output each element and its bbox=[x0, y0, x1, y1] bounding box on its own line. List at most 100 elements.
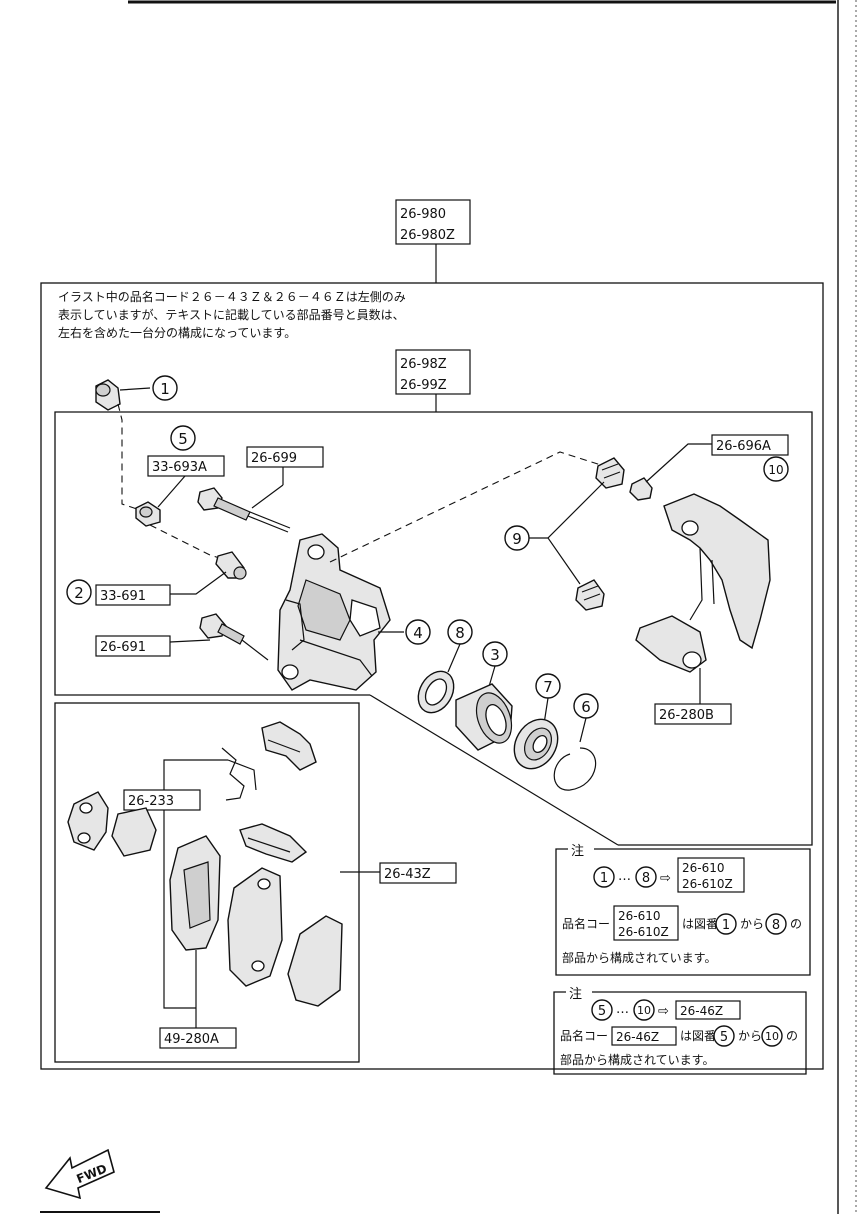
callout-2: 2 bbox=[66, 579, 92, 605]
leader-6 bbox=[579, 717, 587, 743]
svg-text:26-691: 26-691 bbox=[100, 640, 146, 655]
fwd-arrow-icon: FWD bbox=[44, 1148, 115, 1200]
svg-text:品名コード: 品名コード bbox=[560, 1028, 620, 1043]
svg-text:26-46Z: 26-46Z bbox=[680, 1004, 723, 1018]
svg-text:注: 注 bbox=[571, 844, 584, 859]
pad-kit-frame bbox=[54, 702, 360, 1063]
label-33-691: 33-691 bbox=[95, 584, 171, 606]
caliper-inner-frame bbox=[54, 411, 813, 846]
outer-frame bbox=[40, 282, 824, 1070]
svg-text:注: 注 bbox=[569, 987, 582, 1002]
svg-text:26-610: 26-610 bbox=[618, 909, 661, 923]
callout-4: 4 bbox=[405, 619, 431, 645]
part-pad-backing-small bbox=[111, 807, 157, 857]
svg-text:33-693A: 33-693A bbox=[152, 460, 207, 475]
svg-text:7: 7 bbox=[543, 678, 553, 696]
leader-9 bbox=[547, 481, 605, 585]
dash-5 bbox=[149, 524, 227, 561]
part-pad-shim-top bbox=[261, 721, 317, 771]
svg-text:1: 1 bbox=[722, 918, 730, 933]
leader-26-233 bbox=[163, 759, 228, 790]
dash-1 bbox=[117, 403, 141, 511]
svg-text:イラスト中の品名コード２６－４３Ｚ＆２６－４６Ｚは左側のみ: イラスト中の品名コード２６－４３Ｚ＆２６－４６Ｚは左側のみ bbox=[58, 289, 406, 304]
svg-text:1: 1 bbox=[160, 380, 170, 398]
label-assembly-top: 26-980 26-980Z bbox=[395, 199, 471, 245]
part-4-caliper-body bbox=[277, 533, 391, 691]
part-26-699-bolt bbox=[197, 487, 291, 533]
label-33-693A: 33-693A bbox=[147, 455, 225, 477]
part-brake-pad-outer bbox=[227, 867, 283, 987]
japanese-note: イラスト中の品名コード２６－４３Ｚ＆２６－４６Ｚは左側のみ 表示していますが、テ… bbox=[58, 289, 406, 340]
svg-text:10: 10 bbox=[768, 463, 783, 477]
svg-text:49-280A: 49-280A bbox=[164, 1032, 219, 1047]
dash-caliper-to-9 bbox=[329, 451, 605, 563]
svg-text:表示していますが、テキストに記載している部品番号と員数は、: 表示していますが、テキストに記載している部品番号と員数は、 bbox=[58, 307, 405, 322]
part-26-691-bolt bbox=[199, 613, 269, 661]
svg-text:10: 10 bbox=[765, 1030, 779, 1043]
svg-text:8: 8 bbox=[455, 624, 465, 642]
svg-text:の: の bbox=[790, 917, 802, 931]
callout-6: 6 bbox=[573, 693, 599, 719]
part-26-280B-bracket bbox=[635, 493, 771, 673]
callout-1: 1 bbox=[152, 375, 178, 401]
svg-text:…: … bbox=[616, 1002, 629, 1017]
label-26-696A: 26-696A bbox=[711, 434, 789, 456]
svg-text:3: 3 bbox=[490, 646, 500, 664]
label-26-699: 26-699 bbox=[246, 446, 324, 468]
svg-text:部品から構成されています。: 部品から構成されています。 bbox=[560, 1052, 714, 1067]
svg-text:4: 4 bbox=[413, 624, 423, 642]
svg-text:部品から構成されています。: 部品から構成されています。 bbox=[562, 950, 716, 965]
svg-text:26-46Z: 26-46Z bbox=[616, 1030, 659, 1044]
part-10-bush bbox=[629, 477, 653, 501]
svg-text:26-233: 26-233 bbox=[128, 794, 174, 809]
svg-text:33-691: 33-691 bbox=[100, 589, 146, 604]
part-5-boot bbox=[135, 501, 161, 527]
leader-26-699b bbox=[251, 484, 284, 509]
callout-7: 7 bbox=[535, 673, 561, 699]
leader-1 bbox=[119, 387, 151, 391]
caliper-frame-diagonal bbox=[369, 694, 619, 846]
svg-text:26-98Z: 26-98Z bbox=[400, 357, 447, 372]
label-26-43Z: 26-43Z bbox=[379, 862, 457, 884]
part-pad-shim-mid bbox=[239, 823, 308, 863]
svg-text:26-980: 26-980 bbox=[400, 207, 446, 222]
svg-text:から: から bbox=[738, 1029, 762, 1043]
part-9-pin-lower bbox=[575, 579, 605, 611]
part-6-ring bbox=[553, 747, 597, 791]
svg-text:26-99Z: 26-99Z bbox=[400, 378, 447, 393]
svg-text:26-280B: 26-280B bbox=[659, 708, 714, 723]
part-anti-squeal-clip-1 bbox=[221, 747, 257, 801]
svg-text:…: … bbox=[618, 869, 631, 884]
leader-26-691 bbox=[169, 639, 211, 643]
svg-text:26-610Z: 26-610Z bbox=[618, 925, 669, 939]
callout-8: 8 bbox=[447, 619, 473, 645]
svg-text:8: 8 bbox=[772, 918, 780, 933]
callout-3: 3 bbox=[482, 641, 508, 667]
svg-text:26-43Z: 26-43Z bbox=[384, 867, 431, 882]
svg-text:26-696A: 26-696A bbox=[716, 439, 771, 454]
part-1-boot bbox=[95, 379, 121, 411]
part-2-pin bbox=[215, 551, 247, 580]
label-26-691: 26-691 bbox=[95, 635, 171, 657]
svg-text:9: 9 bbox=[512, 530, 522, 548]
note-box-1: 注 1 … 8 ⇨ 26-610 26-610Z 品名コード 26-610 26… bbox=[555, 844, 811, 976]
svg-text:6: 6 bbox=[581, 698, 591, 716]
label-caliper-set: 26-98Z 26-99Z bbox=[395, 349, 471, 395]
leader-2 bbox=[170, 571, 227, 595]
leader-5 bbox=[157, 475, 186, 508]
svg-text:26-610Z: 26-610Z bbox=[682, 877, 733, 891]
svg-text:⇨: ⇨ bbox=[658, 1004, 669, 1019]
svg-text:⇨: ⇨ bbox=[660, 871, 671, 886]
svg-text:5: 5 bbox=[178, 430, 188, 448]
svg-text:8: 8 bbox=[642, 871, 650, 886]
callout-5: 5 bbox=[170, 425, 196, 451]
svg-text:は図番: は図番 bbox=[680, 1029, 716, 1043]
svg-text:10: 10 bbox=[637, 1004, 651, 1017]
part-pad-wear-shim bbox=[287, 915, 343, 1007]
label-49-280A: 49-280A bbox=[159, 1027, 237, 1049]
svg-text:2: 2 bbox=[74, 584, 84, 602]
leader-8 bbox=[447, 643, 461, 673]
svg-text:の: の bbox=[786, 1029, 798, 1043]
svg-text:26-699: 26-699 bbox=[251, 451, 297, 466]
